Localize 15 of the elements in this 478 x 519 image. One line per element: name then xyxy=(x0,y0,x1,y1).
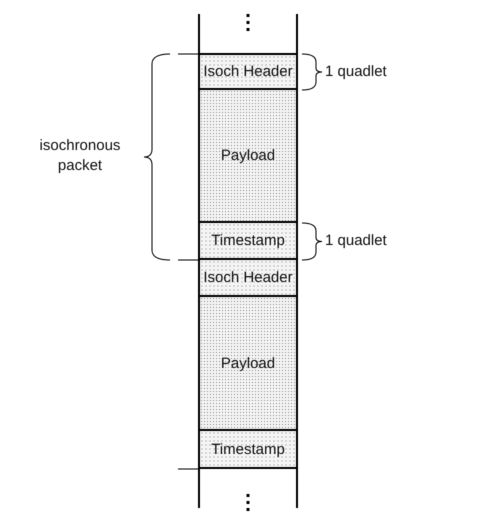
field-label: Isoch Header xyxy=(203,269,293,286)
field-label: Timestamp xyxy=(211,440,285,458)
header-field xyxy=(198,260,298,297)
header-field xyxy=(198,53,298,90)
payload-field xyxy=(198,90,298,223)
field-label: Payload xyxy=(220,354,276,372)
field-label: Timestamp xyxy=(211,232,285,249)
bracket-label: isochronous packet xyxy=(38,136,122,176)
timestamp-field xyxy=(198,431,298,469)
timestamp-field xyxy=(198,223,298,260)
field-label: Payload xyxy=(220,147,276,164)
field-label: Isoch Header xyxy=(203,63,293,80)
size-label: 1 quadlet xyxy=(325,231,388,251)
payload-field xyxy=(198,297,298,431)
size-label: 1 quadlet xyxy=(325,62,388,82)
